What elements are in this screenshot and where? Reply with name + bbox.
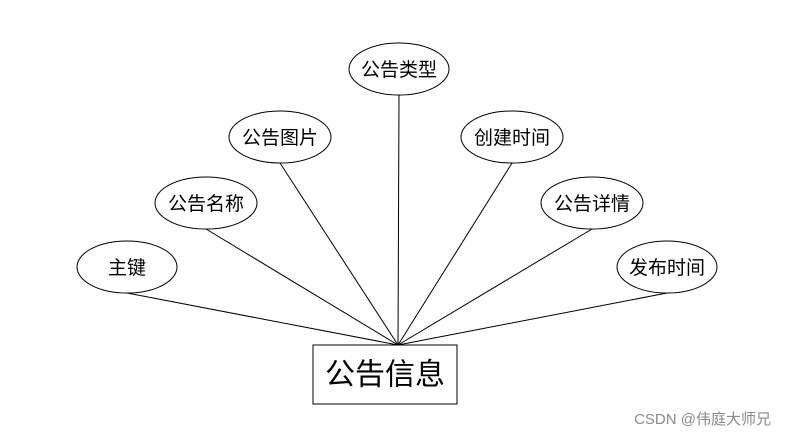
connector-image	[279, 162, 399, 346]
attr-ellipse-title	[154, 176, 258, 230]
attr-ellipse-created-time	[460, 110, 564, 164]
entity-box	[312, 344, 458, 405]
connector-details	[397, 228, 593, 346]
attr-label-primary-key: 主键	[108, 257, 146, 279]
attr-label-publish-time: 发布时间	[629, 257, 705, 279]
attr-ellipse-image	[228, 110, 332, 164]
attr-label-created-time: 创建时间	[474, 127, 550, 149]
attr-label-type: 公告类型	[361, 59, 437, 81]
connector-publish-time	[397, 292, 668, 346]
connector-created-time	[397, 162, 513, 346]
attr-label-image: 公告图片	[242, 127, 318, 149]
connector-title	[205, 228, 399, 346]
attr-ellipse-publish-time	[616, 240, 718, 294]
attr-label-title: 公告名称	[168, 193, 244, 215]
connector-type	[397, 94, 400, 346]
watermark: CSDN @伟庭大师兄	[634, 411, 771, 428]
attr-ellipse-primary-key	[76, 240, 178, 294]
entity-label: 公告信息	[325, 358, 445, 393]
attr-ellipse-type	[348, 42, 450, 96]
attr-ellipse-details	[540, 176, 644, 230]
connector-primary-key	[126, 292, 399, 346]
attr-label-details: 公告详情	[554, 193, 630, 215]
